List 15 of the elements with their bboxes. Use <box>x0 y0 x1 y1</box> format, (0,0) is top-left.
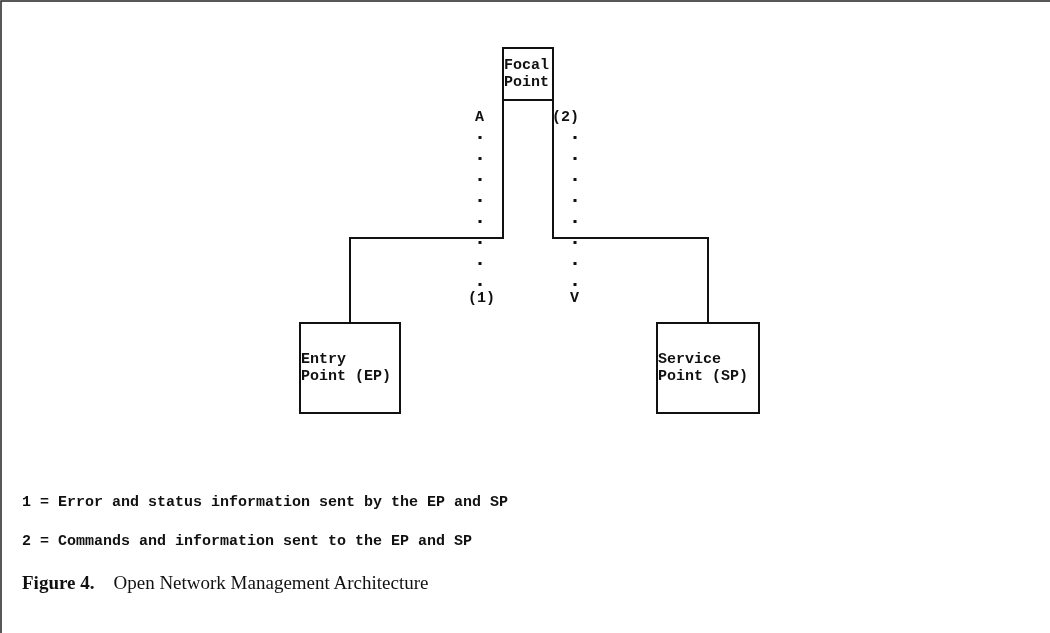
node-label: Focal Point <box>504 57 550 91</box>
connector-line <box>552 100 709 323</box>
flow-number: (1) <box>468 290 495 307</box>
process-box <box>502 47 554 101</box>
node-label: Entry Point (EP) <box>301 351 392 385</box>
arrowhead-mark: A <box>475 109 484 126</box>
process-box <box>299 322 401 414</box>
figure-caption: Figure 4. Open Network Management Architecture <box>22 572 429 594</box>
node-label: Service Point (SP) <box>658 351 749 385</box>
process-box <box>656 322 760 414</box>
arrowhead-mark: V <box>570 290 579 307</box>
flow-number: (2) <box>552 109 579 126</box>
legend-note: 2 = Commands and information sent to the EP and SP <box>22 533 473 550</box>
legend-note: 1 = Error and status information sent by the EP and SP <box>22 494 509 511</box>
connector-line <box>349 100 504 323</box>
